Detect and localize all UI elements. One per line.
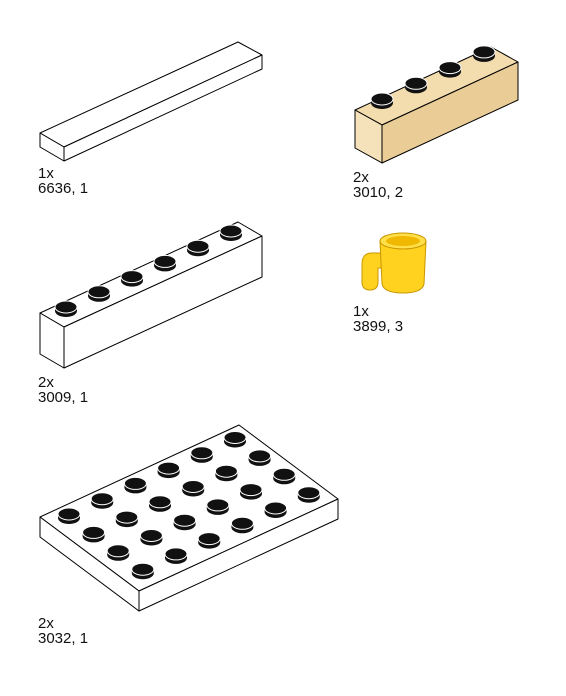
stud-top	[264, 501, 288, 515]
stud-top	[123, 476, 147, 490]
part-code-label: 3899, 3	[353, 318, 404, 335]
part-code-label: 3010, 2	[353, 184, 404, 201]
stud-top	[370, 92, 394, 106]
quantity-label: 1x	[353, 303, 369, 320]
stud-top	[197, 532, 221, 546]
brick-1x6-icon	[39, 221, 263, 369]
stud-top	[54, 300, 78, 314]
stud-top	[106, 544, 130, 558]
caption-part-3032: 2x 3032, 1	[38, 616, 88, 646]
stud-top	[186, 239, 210, 253]
stud-top	[214, 464, 238, 478]
stud-top	[206, 498, 230, 512]
tile-top-face	[39, 41, 263, 148]
stud-top	[181, 480, 205, 493]
stud-top	[148, 495, 172, 509]
tile-side-face	[63, 54, 263, 162]
quantity-label: 2x	[38, 615, 54, 632]
brick-side-face	[381, 61, 519, 164]
brick-1x4-icon	[354, 45, 519, 164]
stud-top	[173, 513, 197, 527]
stud-top	[87, 285, 111, 299]
part-code-label: 6636, 1	[38, 180, 89, 197]
part-code-label: 3009, 1	[38, 389, 89, 406]
stud-top	[239, 483, 263, 497]
stud-top	[404, 76, 428, 90]
cup-handle	[361, 252, 387, 291]
stud-top	[164, 547, 188, 561]
stud-top	[472, 45, 496, 59]
cup-icon	[361, 232, 427, 294]
plate-4x6-icon	[39, 424, 339, 612]
stud-top	[57, 507, 81, 521]
quantity-label: 2x	[353, 169, 369, 186]
part-code-label: 3032, 1	[38, 630, 89, 647]
stud-top	[139, 529, 163, 542]
stud-top	[157, 461, 181, 475]
plate-right-face	[138, 498, 339, 612]
caption-part-3009: 2x 3009, 1	[38, 375, 88, 405]
stud-top	[153, 254, 177, 268]
stud-top	[272, 467, 296, 481]
stud-top	[115, 510, 139, 524]
plate-studs	[57, 431, 321, 580]
caption-part-3010: 2x 3010, 2	[353, 170, 403, 200]
stud-top	[131, 562, 155, 576]
stud-top	[223, 431, 247, 444]
caption-part-3899: 1x 3899, 3	[353, 304, 403, 334]
stud-top	[438, 61, 462, 75]
caption-part-6636: 1x 6636, 1	[38, 166, 88, 196]
stud-top	[230, 516, 254, 530]
stud-top	[297, 486, 321, 500]
brick-studs	[54, 224, 243, 317]
tile-1x6-icon	[39, 41, 263, 162]
stud-top	[90, 492, 114, 506]
brick-side-face	[63, 235, 263, 369]
cup-body	[379, 240, 427, 294]
stud-top	[190, 446, 214, 460]
stud-top	[248, 449, 272, 463]
quantity-label: 1x	[38, 165, 54, 182]
stud-top	[219, 224, 243, 238]
brick-studs	[370, 45, 496, 109]
quantity-label: 2x	[38, 374, 54, 391]
cup-opening	[386, 236, 420, 246]
stud-top	[120, 270, 144, 284]
stud-top	[82, 525, 106, 539]
